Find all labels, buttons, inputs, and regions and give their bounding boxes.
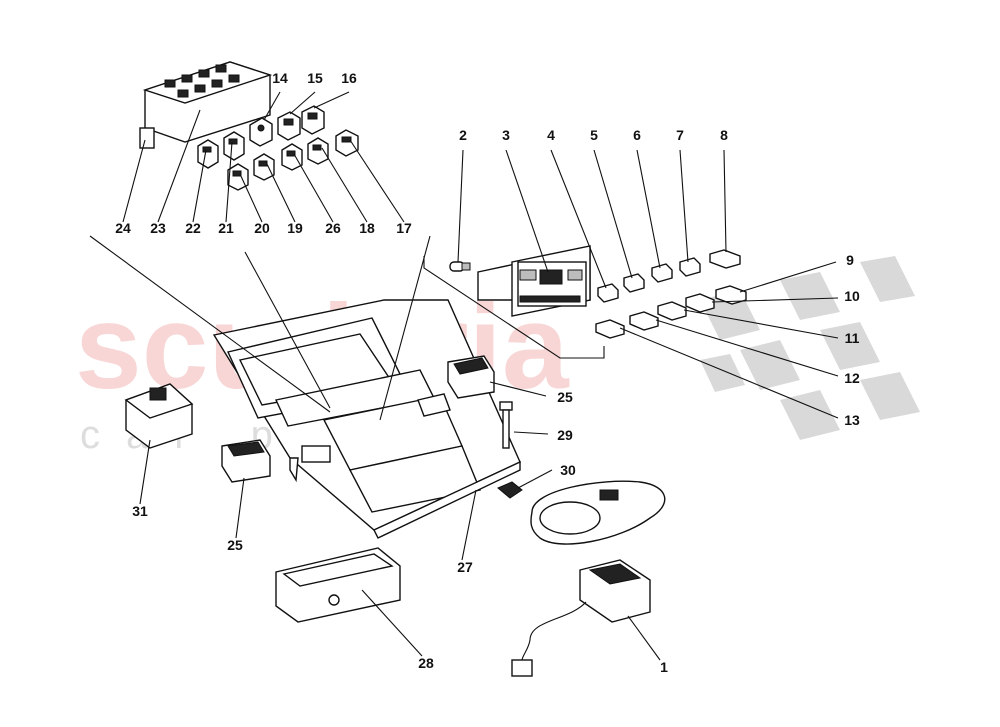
callout-c9: 9: [846, 252, 854, 268]
switch-cap-20: [227, 163, 249, 191]
checkered-flag-logo: [700, 256, 920, 440]
clip-6: [651, 263, 673, 283]
switch-1: [511, 559, 651, 677]
switch-25-left: [221, 439, 271, 483]
switch-cap-15: [277, 111, 301, 141]
callout-c23: 23: [150, 220, 166, 236]
ashtray-28: [275, 547, 401, 623]
switch-caps: [197, 105, 359, 191]
callout-c10: 10: [844, 288, 860, 304]
gear-bezel: [530, 480, 666, 545]
switch-25-right: [447, 355, 495, 399]
callout-c20: 20: [254, 220, 270, 236]
callout-c7: 7: [676, 127, 684, 143]
callout-c19: 19: [287, 220, 303, 236]
clip-7: [679, 257, 701, 277]
callout-c14: 14: [272, 70, 288, 86]
nut-30: [497, 481, 523, 499]
callout-c2: 2: [459, 127, 467, 143]
callout-c18: 18: [359, 220, 375, 236]
callout-c16: 16: [341, 70, 357, 86]
callout-c25b: 25: [227, 537, 243, 553]
callout-c8: 8: [720, 127, 728, 143]
callout-c26: 26: [325, 220, 341, 236]
callout-c5: 5: [590, 127, 598, 143]
switch-cap-26: [281, 143, 303, 171]
callout-c15: 15: [307, 70, 323, 86]
switch-cap-21: [223, 131, 245, 161]
switch-cap-14: [249, 117, 273, 147]
callout-c30: 30: [560, 462, 576, 478]
callout-c31: 31: [132, 503, 148, 519]
callout-c27: 27: [457, 559, 473, 575]
callout-c24: 24: [115, 220, 131, 236]
clip-10: [685, 293, 715, 313]
callout-c22: 22: [185, 220, 201, 236]
switch-cap-19: [253, 153, 275, 181]
callout-c12: 12: [844, 370, 860, 386]
clip-5: [623, 273, 645, 293]
clip-4: [597, 283, 619, 303]
callout-c13: 13: [844, 412, 860, 428]
callout-c1: 1: [660, 659, 668, 675]
callout-c11: 11: [845, 330, 860, 346]
callout-c29: 29: [557, 427, 573, 443]
callout-c6: 6: [633, 127, 641, 143]
callout-c4: 4: [547, 127, 555, 143]
callout-c25a: 25: [557, 389, 573, 405]
clip-13: [595, 319, 625, 339]
climate-control-panel-3: [477, 245, 591, 317]
callout-c28: 28: [418, 655, 434, 671]
switch-cap-17: [335, 129, 359, 157]
clip-11: [657, 301, 687, 321]
clip-9: [715, 285, 747, 305]
console-frame-27: [212, 299, 521, 539]
leader-lines: [89, 91, 839, 661]
bulb-2: [449, 261, 471, 272]
callout-c17: 17: [396, 220, 412, 236]
switch-block-23: [139, 61, 273, 149]
clip-12: [629, 311, 659, 331]
switch-cap-18: [307, 137, 329, 165]
clips: [595, 249, 747, 339]
switch-cap-16: [301, 105, 325, 135]
screw-29: [499, 401, 513, 449]
callout-c21: 21: [218, 220, 234, 236]
callout-c3: 3: [502, 127, 510, 143]
clip-8: [709, 249, 741, 269]
switch-31: [124, 383, 194, 449]
switch-cap-22: [197, 139, 219, 169]
